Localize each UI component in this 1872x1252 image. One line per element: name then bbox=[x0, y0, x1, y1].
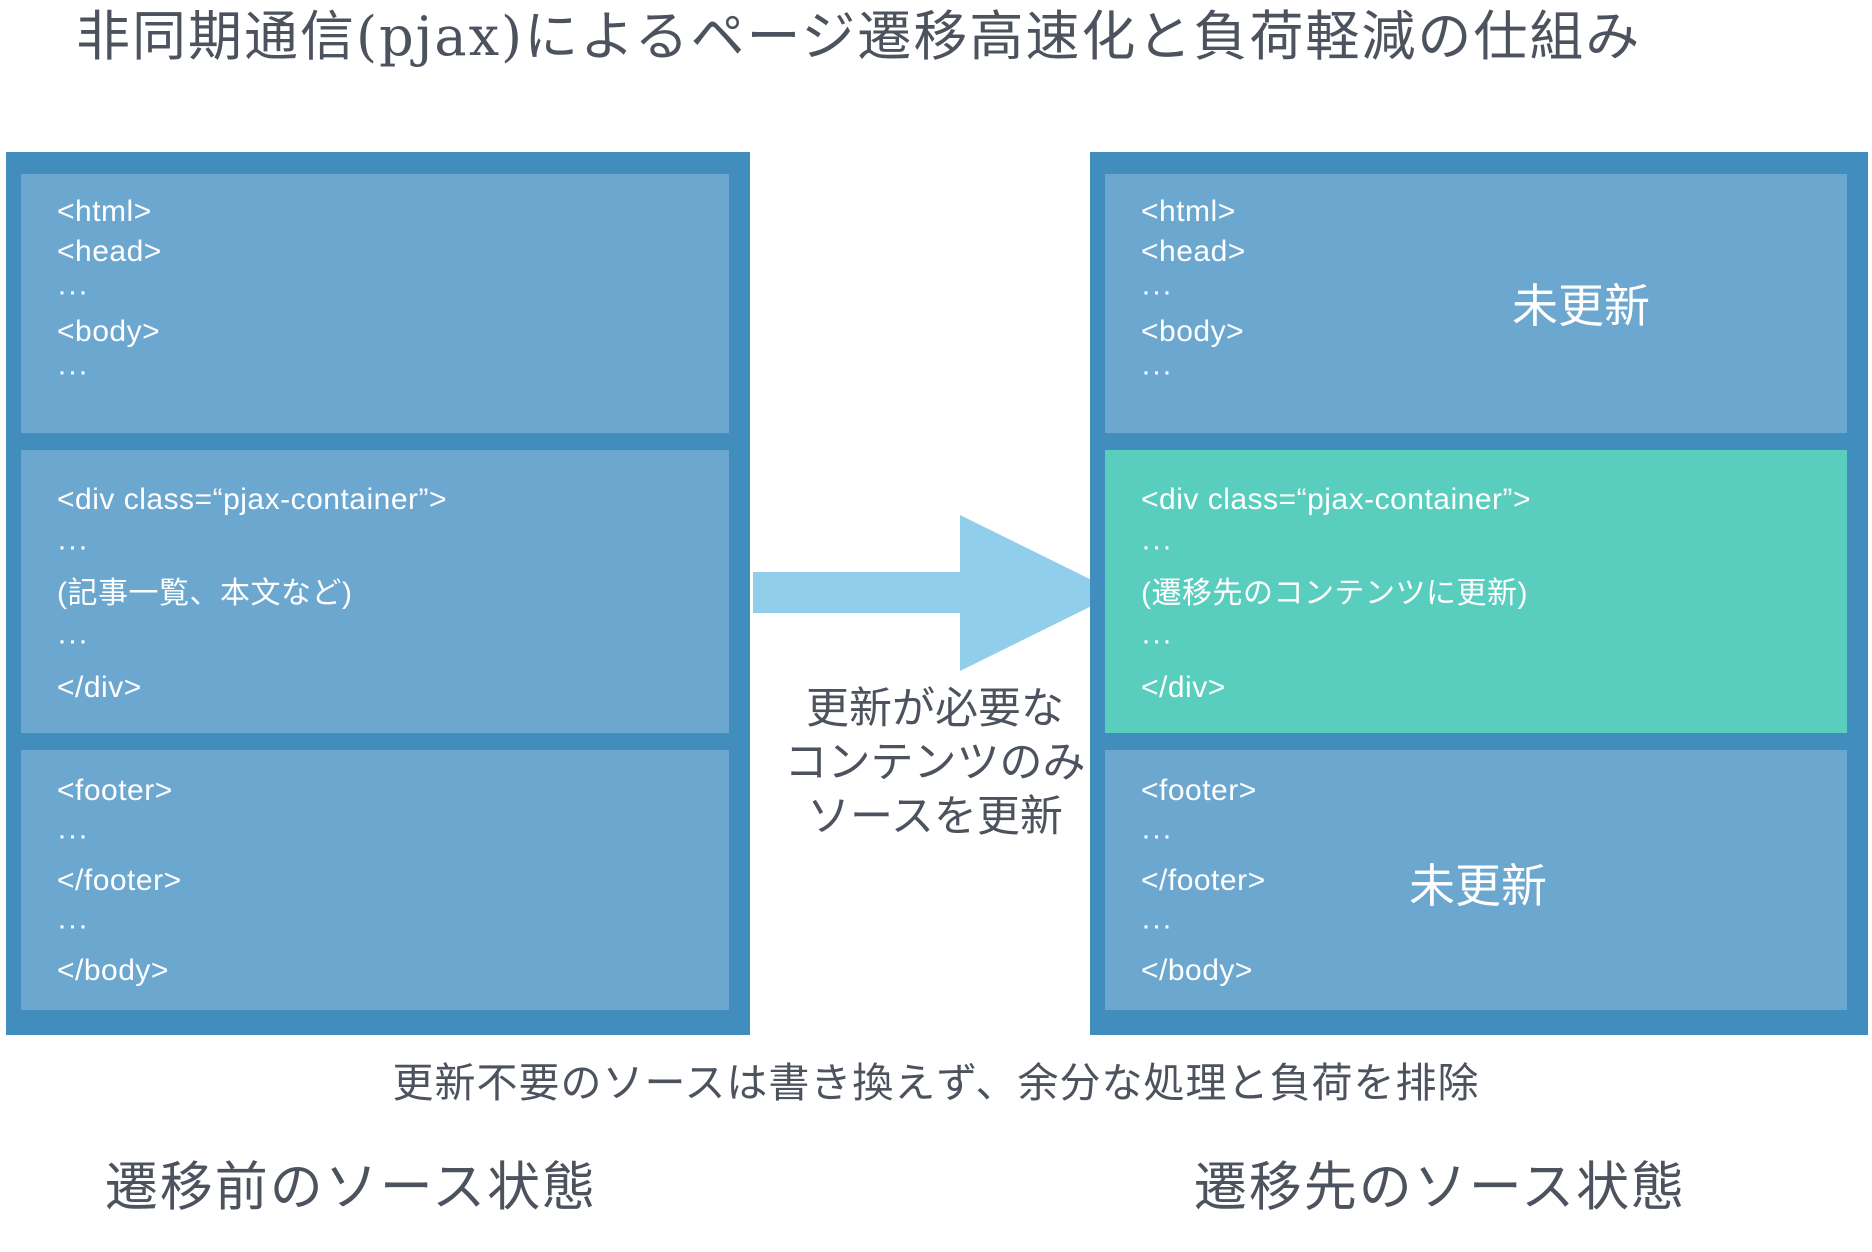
code-line: <div class=“pjax-container”> bbox=[57, 483, 448, 516]
code-line-ellipsis: ··· bbox=[1141, 530, 1173, 563]
code-line: </footer> bbox=[1141, 864, 1266, 897]
code-line: <div class=“pjax-container”> bbox=[1141, 483, 1532, 516]
code-box-pjax-container-after-updated: <div class=“pjax-container”> ··· (遷移先のコン… bbox=[1105, 450, 1847, 733]
panel-source-before: <html> <head> ··· <body> ··· <div class=… bbox=[6, 152, 750, 1035]
footnote: 更新不要のソースは書き換えず、余分な処理と負荷を排除 bbox=[392, 1059, 1480, 1107]
arrow-caption-line: ソースを更新 bbox=[807, 792, 1063, 842]
code-line-content-note: (記事一覧、本文など) bbox=[57, 577, 353, 610]
code-line-ellipsis: ··· bbox=[57, 355, 89, 388]
state-label-before: 遷移前のソース状態 bbox=[104, 1157, 598, 1218]
code-line-ellipsis: ··· bbox=[57, 275, 89, 308]
not-updated-badge: 未更新 bbox=[1512, 279, 1650, 333]
arrow-right-icon bbox=[753, 515, 1118, 671]
code-line: <body> bbox=[1141, 315, 1245, 348]
panel-source-after: <html> <head> ··· <body> ··· 未更新 <div cl… bbox=[1090, 152, 1868, 1035]
code-box-pjax-container-before: <div class=“pjax-container”> ··· (記事一覧、本… bbox=[21, 450, 729, 733]
arrow-shaft bbox=[753, 572, 962, 613]
code-line: <footer> bbox=[1141, 774, 1257, 807]
arrow-caption-line: 更新が必要な bbox=[806, 684, 1064, 734]
code-line-ellipsis: ··· bbox=[57, 819, 89, 852]
code-box-footer-after: <footer> ··· </footer> ··· </body> 未更新 bbox=[1105, 750, 1847, 1010]
code-box-html-head-before: <html> <head> ··· <body> ··· bbox=[21, 174, 729, 433]
code-line: <head> bbox=[57, 235, 162, 268]
page-title: 非同期通信(pjax)によるページ遷移高速化と負荷軽減の仕組み bbox=[76, 5, 1642, 68]
code-line-ellipsis: ··· bbox=[1141, 819, 1173, 852]
code-line: </body> bbox=[57, 954, 169, 987]
code-line-content-note: (遷移先のコンテンツに更新) bbox=[1141, 577, 1528, 610]
code-line: <html> bbox=[57, 195, 152, 228]
code-box-footer-before: <footer> ··· </footer> ··· </body> bbox=[21, 750, 729, 1010]
state-label-after: 遷移先のソース状態 bbox=[1193, 1157, 1687, 1218]
code-box-html-head-after: <html> <head> ··· <body> ··· 未更新 bbox=[1105, 174, 1847, 433]
code-line: <footer> bbox=[57, 774, 173, 807]
arrow-caption: 更新が必要な コンテンツのみ ソースを更新 bbox=[740, 682, 1130, 844]
code-line-ellipsis: ··· bbox=[1141, 275, 1173, 308]
code-line-ellipsis: ··· bbox=[1141, 624, 1173, 657]
code-line: <html> bbox=[1141, 195, 1236, 228]
code-line: </div> bbox=[57, 671, 142, 704]
code-line-ellipsis: ··· bbox=[57, 909, 89, 942]
code-line: </body> bbox=[1141, 954, 1253, 987]
code-line: </div> bbox=[1141, 671, 1226, 704]
code-line-ellipsis: ··· bbox=[57, 530, 89, 563]
code-line-ellipsis: ··· bbox=[1141, 909, 1173, 942]
code-line: </footer> bbox=[57, 864, 182, 897]
arrow-caption-line: コンテンツのみ bbox=[784, 738, 1086, 788]
code-line: <body> bbox=[57, 315, 161, 348]
not-updated-badge: 未更新 bbox=[1409, 859, 1547, 913]
code-line: <head> bbox=[1141, 235, 1246, 268]
code-line-ellipsis: ··· bbox=[57, 624, 89, 657]
code-line-ellipsis: ··· bbox=[1141, 355, 1173, 388]
